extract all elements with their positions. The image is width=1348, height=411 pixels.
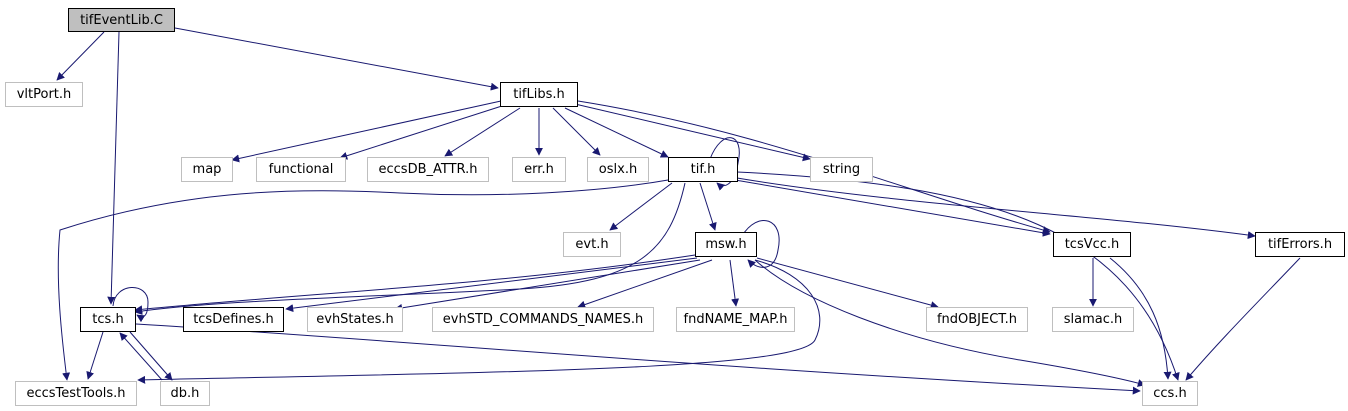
edge-tifLibs-functional: [339, 104, 506, 160]
node-functional[interactable]: functional: [256, 157, 346, 182]
node-tifEventLib[interactable]: tifEventLib.C: [68, 8, 175, 32]
node-tcsVcc[interactable]: tcsVcc.h: [1053, 232, 1131, 257]
node-err[interactable]: err.h: [512, 157, 566, 182]
edge-tif-eccsTestTools: [57, 179, 669, 381]
edge-tifLibs-map: [231, 100, 502, 163]
edge-tif-self: [709, 137, 740, 191]
node-eccsDB_ATTR[interactable]: eccsDB_ATTR.h: [367, 157, 489, 182]
edge-tifLibs-string: [574, 103, 811, 162]
edge-tifLibs-eccsDB_ATTR: [444, 107, 521, 157]
edge-tifLibs-oslx: [552, 107, 601, 156]
node-tcs[interactable]: tcs.h: [80, 307, 136, 332]
edge-tifEventLib-vltPort: [56, 31, 105, 81]
node-evhSTD[interactable]: evhSTD_COMMANDS_NAMES.h: [432, 307, 654, 332]
edge-tifErrors-ccs: [1185, 257, 1301, 381]
edge-tcsVcc-ccs: [1109, 257, 1172, 380]
edge-msw-fndOBJECT: [756, 257, 939, 309]
edge-tcs-eccsTestTools: [86, 331, 104, 380]
node-string[interactable]: string: [810, 157, 873, 182]
edge-tif-msw: [699, 182, 717, 231]
node-ccs[interactable]: ccs.h: [1142, 381, 1198, 406]
edge-msw-tcsDefines: [285, 257, 698, 313]
node-tifErrors[interactable]: tifErrors.h: [1255, 232, 1345, 257]
node-oslx[interactable]: oslx.h: [587, 157, 649, 182]
edge-tif-tifErrors: [736, 177, 1256, 239]
node-db[interactable]: db.h: [160, 381, 210, 406]
edge-tif-ccs: [736, 171, 1180, 381]
edge-msw-evhSTD: [577, 259, 713, 309]
edge-msw-eccsTestTools: [137, 259, 821, 384]
edge-msw-fndNAME: [729, 259, 740, 307]
edge-msw-ccs: [754, 259, 1146, 387]
edge-tif-evt: [609, 182, 673, 231]
edge-tif-tcs: [134, 182, 686, 315]
node-slamac[interactable]: slamac.h: [1052, 307, 1134, 332]
node-fndOBJECT[interactable]: fndOBJECT.h: [926, 307, 1028, 332]
edge-tcs-db: [129, 331, 173, 381]
node-tcsDefines[interactable]: tcsDefines.h: [183, 307, 284, 332]
node-vltPort[interactable]: vltPort.h: [5, 82, 83, 107]
node-fndNAME[interactable]: fndNAME_MAP.h: [676, 307, 795, 332]
edge-tifEventLib-tcs: [107, 31, 120, 305]
node-tif[interactable]: tif.h: [668, 157, 738, 182]
node-evt[interactable]: evt.h: [563, 232, 621, 257]
node-map[interactable]: map: [181, 157, 233, 182]
edge-tcs-ccs: [135, 323, 1141, 395]
node-msw[interactable]: msw.h: [695, 232, 757, 257]
edge-msw-tcs: [134, 254, 696, 314]
edge-tifEventLib-tifLibs: [174, 27, 499, 91]
node-eccsTestTools[interactable]: eccsTestTools.h: [15, 381, 137, 406]
node-tifLibs[interactable]: tifLibs.h: [500, 82, 578, 107]
edge-msw-self: [741, 219, 780, 268]
edge-tifLibs-tif: [564, 107, 669, 158]
edge-tcs-self: [112, 287, 149, 323]
edge-msw-evhStates: [394, 259, 701, 312]
edge-tif-tcsVcc: [734, 179, 1051, 237]
node-evhStates[interactable]: evhStates.h: [307, 307, 403, 332]
edge-db-tcs: [119, 332, 163, 381]
